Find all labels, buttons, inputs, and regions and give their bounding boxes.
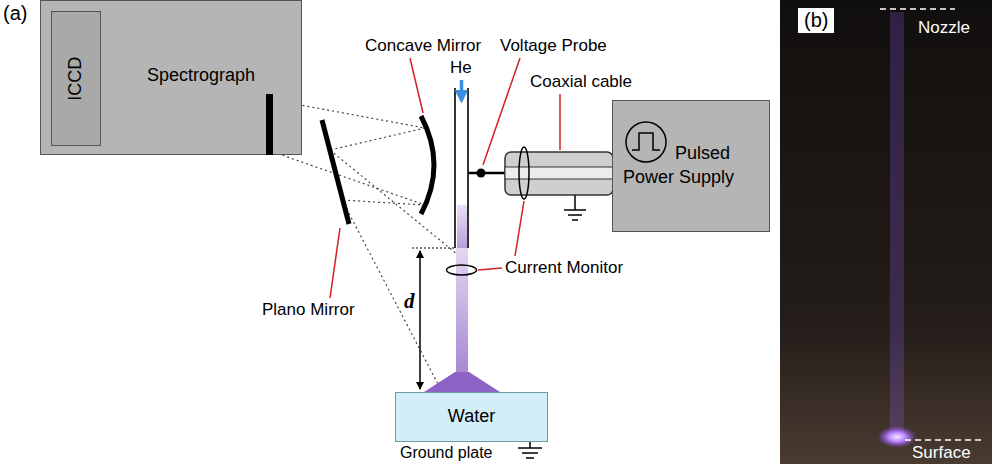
label-anchor: Ground plate [400,444,493,462]
panel-label: (b) [798,8,834,33]
pulse-icon-circle [626,122,666,162]
tube-wall [467,88,469,248]
label-anchor: d [404,289,415,313]
ground-symbol [572,219,578,221]
concave-mirror [421,116,434,214]
optical-path [273,152,425,205]
jet-photo [780,0,992,464]
label-anchor: He [450,58,472,78]
device-label: ICCD [65,57,87,101]
electrode-wire [468,172,505,175]
panel-label: (a) [3,2,27,25]
leader-line [330,228,340,298]
ground-symbol [568,214,582,216]
label-anchor: Nozzle [918,18,970,38]
box-label: Pulsed Power Supply [623,141,761,189]
surface-glow [877,426,917,448]
plasma-in-tube [457,205,467,248]
ground-symbol [564,209,586,211]
ground-symbol [518,447,542,449]
part-label: Coaxial cable [530,72,632,92]
voltage-probe-dot [477,169,486,178]
pulse-icon [623,119,669,165]
iccd-box: ICCD [51,11,101,146]
leader-line [478,268,502,270]
power-supply-box: Pulsed Power Supply [612,100,770,232]
pulse-waveform [632,133,660,150]
optical-path [342,200,425,205]
plasma-jet [456,248,468,374]
ground-wire [529,442,531,448]
gas-label: He [450,58,472,78]
ground-symbol [526,457,534,459]
entrance-slit [266,94,273,155]
label-anchor: (a) [3,2,27,25]
optical-path [330,128,425,150]
leader-line [559,94,561,150]
part-label: Ground plate [400,444,493,462]
plano-mirror [322,120,349,224]
part-label: Plano Mirror [262,300,355,320]
water-tank: Water [395,392,548,442]
current-monitor-ring [447,265,477,275]
optical-path [330,150,458,255]
label-anchor: Surface [912,443,971,463]
label-anchor: (b) [798,8,834,33]
label-anchor: Coaxial cable [530,72,632,92]
part-label: Voltage Probe [500,36,607,56]
surface-marker-line [905,439,985,441]
box-label: Water [400,406,543,428]
part-label: Concave Mirror [365,36,481,56]
part-label: Current Monitor [505,258,623,278]
optical-path [342,200,440,388]
coaxial-cable [505,152,613,195]
nozzle-marker-line [880,8,955,10]
photo-annotation: Nozzle [918,18,970,38]
label-anchor: Voltage Probe [500,36,607,56]
leader-line [410,58,423,113]
ground-symbol [522,452,538,454]
label-anchor: Current Monitor [505,258,623,278]
box-label: Spectrograph [111,65,291,87]
nozzle-level-line [412,247,455,248]
cable-core [505,167,613,179]
leader-line [483,58,520,165]
spectrograph-box: Spectrograph ICCD [40,0,302,155]
label-anchor: Plano Mirror [262,300,355,320]
current-monitor-ring [519,147,529,199]
jet-column [895,12,900,436]
plasma-plume [424,372,500,392]
ground-wire [574,195,576,210]
photo-annotation: Surface [912,443,971,463]
jet-halo [890,12,904,436]
gas-flow-arrow [460,80,464,100]
distance-arrow [419,251,421,389]
label-anchor: Concave Mirror [365,36,481,56]
distance-label: d [404,289,415,313]
tube-wall [454,88,456,248]
leader-line [515,201,524,256]
